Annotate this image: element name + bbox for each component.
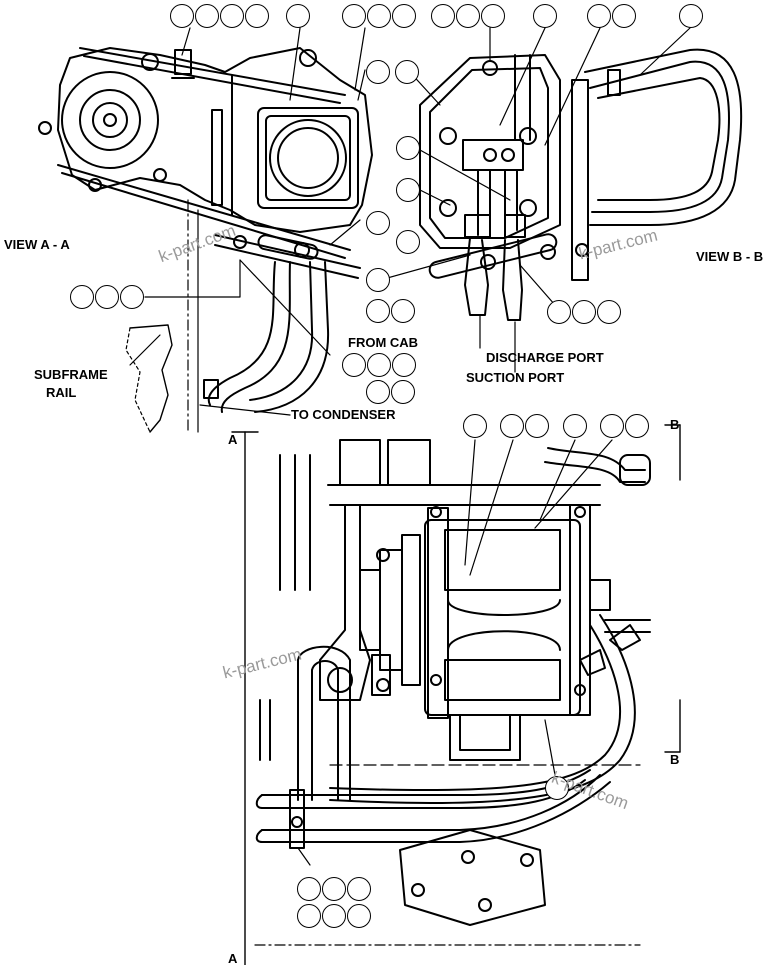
section-a-top-label: A [228,432,238,447]
callout [525,414,549,438]
from-cab-label: FROM CAB [348,335,419,350]
callout [396,136,420,160]
callout [679,4,703,28]
callout [625,414,649,438]
callout [95,285,119,309]
callout [367,353,391,377]
subframe-rail-label-line2: RAIL [46,385,77,400]
callout [396,230,420,254]
discharge-port-label: DISCHARGE PORT [486,350,604,365]
callout [395,60,419,84]
callout [366,299,390,323]
callout [533,4,557,28]
callout [587,4,611,28]
to-condenser-label: TO CONDENSER [291,407,396,422]
side-view-drawing [231,424,681,965]
callout [322,904,346,928]
callout [342,353,366,377]
callout [597,300,621,324]
callout [366,60,390,84]
callout [366,211,390,235]
callout [572,300,596,324]
callout [431,4,455,28]
callout [245,4,269,28]
callout [545,776,569,800]
callout [220,4,244,28]
callout [120,285,144,309]
callout [456,4,480,28]
callout [297,877,321,901]
callout [463,414,487,438]
view-a-label: VIEW A - A [4,237,70,252]
section-a-bottom-label: A [228,951,238,966]
callout [392,353,416,377]
callout [366,380,390,404]
callout [322,877,346,901]
suction-port-label: SUCTION PORT [466,370,565,385]
callout [342,4,366,28]
callout [367,4,391,28]
callout [70,285,94,309]
section-b-top-label: B [670,417,680,432]
callout [391,299,415,323]
callout [600,414,624,438]
view-b-label: VIEW B - B [696,249,764,264]
callout [481,4,505,28]
callout [366,268,390,292]
callout [347,904,371,928]
section-b-bottom-label: B [670,752,680,767]
callout [563,414,587,438]
callout [195,4,219,28]
callout [500,414,524,438]
callout [392,4,416,28]
callout [547,300,571,324]
callout [286,4,310,28]
callout [612,4,636,28]
callout [391,380,415,404]
callout [297,904,321,928]
view-b-drawing [379,27,743,373]
callout [170,4,194,28]
callout [396,178,420,202]
callout [347,877,371,901]
view-a-drawing [38,27,373,433]
subframe-rail-label-line1: SUBFRAME [34,367,108,382]
